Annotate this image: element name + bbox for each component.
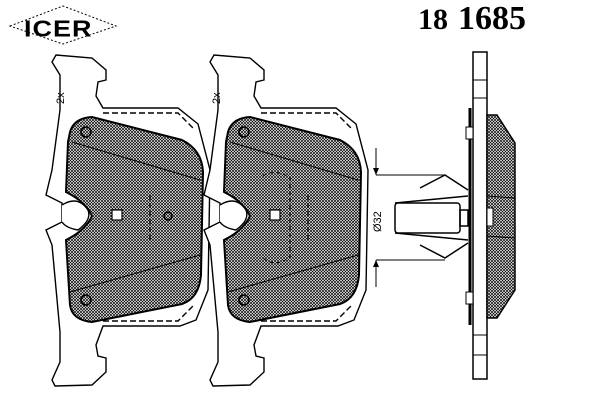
part-number: 18 1685 [418, 0, 536, 38]
brake-pad-side-view [465, 51, 516, 380]
brand-logo: ICER [8, 4, 118, 46]
part-number-prefix: 18 [418, 3, 448, 36]
quantity-label-left: 2x [55, 92, 67, 104]
part-number-main: 1685 [458, 0, 526, 37]
retaining-clip [394, 174, 469, 259]
brake-pad-left [45, 54, 211, 387]
diameter-dimension: Ø32 [372, 148, 445, 287]
logo-diamond [8, 5, 118, 45]
brand-name: ICER [24, 16, 93, 42]
brake-pad-right [203, 54, 369, 387]
diameter-label: Ø32 [372, 211, 384, 232]
quantity-label-right: 2x [211, 92, 223, 104]
